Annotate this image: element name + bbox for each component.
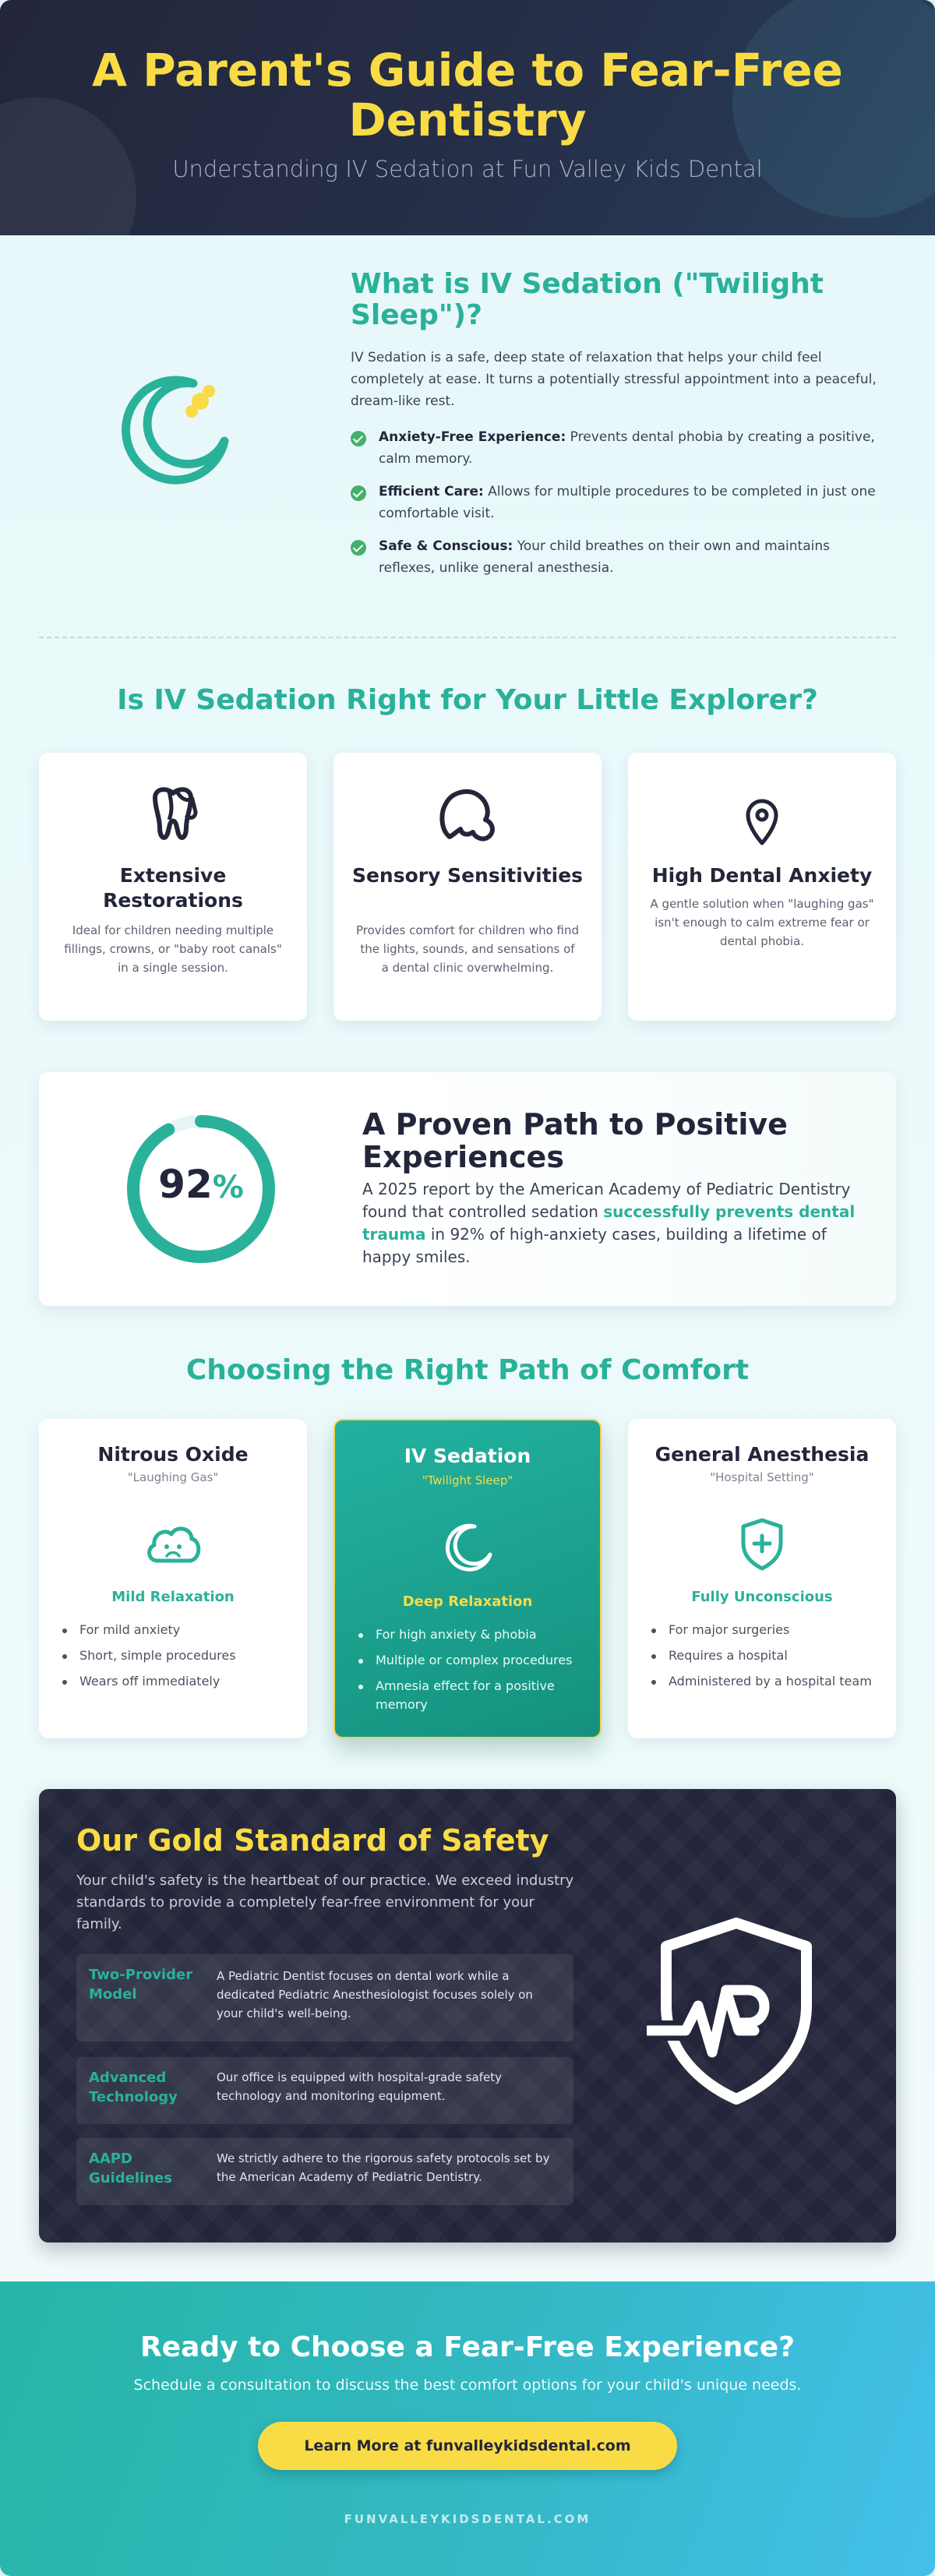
card-text: Ideal for children needing multiple fill… (64, 923, 282, 975)
benefit-title: Efficient Care: (379, 484, 484, 499)
safety-row: Two-Provider Model A Pediatric Dentist f… (76, 1954, 573, 2041)
option-level: Fully Unconscious (691, 1589, 833, 1605)
stat-value: 92% (123, 1162, 279, 1207)
brain-icon (439, 789, 495, 842)
call-to-action: Ready to Choose a Fear-Free Experience? … (0, 2281, 935, 2576)
comparison-card-iv-sedation: IV Sedation "Twilight Sleep" Deep Relaxa… (333, 1419, 602, 1738)
stat-text: A 2025 report by the American Academy of… (362, 1178, 861, 1269)
comparison-card-nitrous: Nitrous Oxide "Laughing Gas" Mild Relaxa… (39, 1419, 307, 1738)
list-item: Anxiety-Free Experience: Prevents dental… (351, 426, 888, 470)
stat-number: 92 (158, 1162, 213, 1207)
progress-ring (127, 1115, 275, 1263)
stat-heading: A Proven Path to Positive Experiences (362, 1107, 788, 1174)
section-heading: What is IV Sedation ("Twilight Sleep")? (351, 268, 824, 331)
list-item: Administered by a hospital team (650, 1672, 877, 1691)
option-level: Deep Relaxation (402, 1593, 533, 1610)
statistic-panel: 92% A Proven Path to Positive Experience… (39, 1072, 896, 1306)
list-item: Multiple or complex procedures (357, 1651, 581, 1670)
option-tag: "Hospital Setting" (710, 1470, 814, 1484)
safety-row-value: We strictly adhere to the rigorous safet… (217, 2151, 550, 2184)
map-pin-icon (746, 799, 778, 845)
card-text: Provides comfort for children who find t… (355, 923, 580, 975)
page-subtitle: Understanding IV Sedation at Fun Valley … (172, 156, 763, 182)
safety-row: Advanced Technology Our office is equipp… (76, 2057, 573, 2124)
criteria-card: Extensive Restorations Ideal for childre… (39, 753, 307, 1021)
safety-row-key: Advanced Technology (89, 2070, 178, 2105)
option-title: IV Sedation (404, 1445, 531, 1467)
stat-text-part: in 92% of high-anxiety cases, building a… (362, 1225, 827, 1266)
stat-text-part: A 2025 report by the American Academy of… (362, 1180, 851, 1221)
benefit-list: Anxiety-Free Experience: Prevents dental… (351, 426, 888, 579)
card-title: Extensive Restorations (103, 864, 243, 912)
criteria-card: High Dental Anxiety A gentle solution wh… (628, 753, 896, 1021)
shield-plus-icon (741, 1518, 783, 1571)
list-item: For major surgeries (650, 1621, 877, 1639)
list-item: Safe & Conscious: Your child breathes on… (351, 535, 888, 579)
safety-panel: Our Gold Standard of Safety Your child's… (39, 1789, 896, 2243)
safety-row-key: Two-Provider Model (89, 1967, 193, 2003)
section-intro: IV Sedation is a safe, deep state of rel… (351, 350, 877, 409)
stat-unit: % (212, 1170, 244, 1205)
learn-more-button[interactable]: Learn More at funvalleykidsdental.com (258, 2422, 677, 2470)
card-title: Sensory Sensitivities (351, 864, 584, 887)
option-list: For high anxiety & phobia Multiple or co… (357, 1625, 581, 1721)
option-tag: "Twilight Sleep" (422, 1473, 513, 1487)
moon-icon (445, 1523, 492, 1572)
page-title: A Parent's Guide to Fear-Free Dentistry (92, 44, 843, 146)
comparison-card-general-anesthesia: General Anesthesia "Hospital Setting" Fu… (628, 1419, 896, 1738)
list-item: Requires a hospital (650, 1646, 877, 1665)
option-list: For major surgeries Requires a hospital … (650, 1621, 877, 1698)
list-item: Amnesia effect for a positive memory (357, 1677, 581, 1714)
check-icon (351, 431, 366, 446)
card-title: High Dental Anxiety (651, 864, 873, 887)
list-item: For mild anxiety (61, 1621, 288, 1639)
safety-row-key: AAPD Guidelines (89, 2151, 172, 2186)
option-title: Nitrous Oxide (97, 1443, 249, 1466)
option-list: For mild anxiety Short, simple procedure… (61, 1621, 288, 1698)
option-title: General Anesthesia (654, 1443, 870, 1466)
option-tag: "Laughing Gas" (127, 1470, 219, 1484)
what-is-section: What is IV Sedation ("Twilight Sleep")? … (351, 269, 888, 590)
shield-heartbeat-icon (647, 1918, 812, 2105)
safety-heading: Our Gold Standard of Safety (76, 1823, 549, 1858)
safety-row: AAPD Guidelines We strictly adhere to th… (76, 2138, 573, 2205)
cta-heading: Ready to Choose a Fear-Free Experience? (139, 2331, 796, 2363)
benefit-title: Safe & Conscious: (379, 538, 513, 554)
stat-highlight: successfully prevents dental trauma (362, 1202, 856, 1244)
tooth-icon (153, 787, 198, 841)
footer-url[interactable]: FUNVALLEYKIDSDENTAL.COM (344, 2512, 591, 2526)
moon-stars-icon (122, 376, 229, 485)
header-banner: A Parent's Guide to Fear-Free Dentistry … (0, 0, 935, 235)
check-icon (351, 485, 366, 501)
list-item: For high anxiety & phobia (357, 1625, 581, 1644)
benefit-title: Anxiety-Free Experience: (379, 429, 566, 445)
list-item: Short, simple procedures (61, 1646, 288, 1665)
list-item: Efficient Care: Allows for multiple proc… (351, 481, 888, 524)
option-level: Mild Relaxation (111, 1589, 235, 1605)
section-heading: Choosing the Right Path of Comfort (185, 1354, 750, 1386)
decorative-circle (732, 0, 935, 218)
card-text: A gentle solution when "laughing gas" is… (650, 897, 874, 948)
safety-row-value: Our office is equipped with hospital-gra… (217, 2070, 503, 2103)
check-icon (351, 540, 366, 556)
section-divider (39, 637, 896, 638)
cloud-face-icon (147, 1526, 201, 1563)
safety-row-value: A Pediatric Dentist focuses on dental wo… (217, 1969, 533, 2020)
progress-arc (127, 1115, 275, 1263)
benefit-text: Allows for multiple procedures to be com… (379, 484, 876, 521)
benefit-text: Your child breathes on their own and mai… (379, 538, 830, 576)
safety-lead: Your child's safety is the heartbeat of … (76, 1872, 574, 1932)
benefit-text: Prevents dental phobia by creating a pos… (379, 429, 875, 467)
criteria-card: Sensory Sensitivities Provides comfort f… (333, 753, 602, 1021)
list-item: Wears off immediately (61, 1672, 288, 1691)
section-heading: Is IV Sedation Right for Your Little Exp… (117, 684, 818, 716)
cta-text: Schedule a consultation to discuss the b… (133, 2377, 802, 2394)
